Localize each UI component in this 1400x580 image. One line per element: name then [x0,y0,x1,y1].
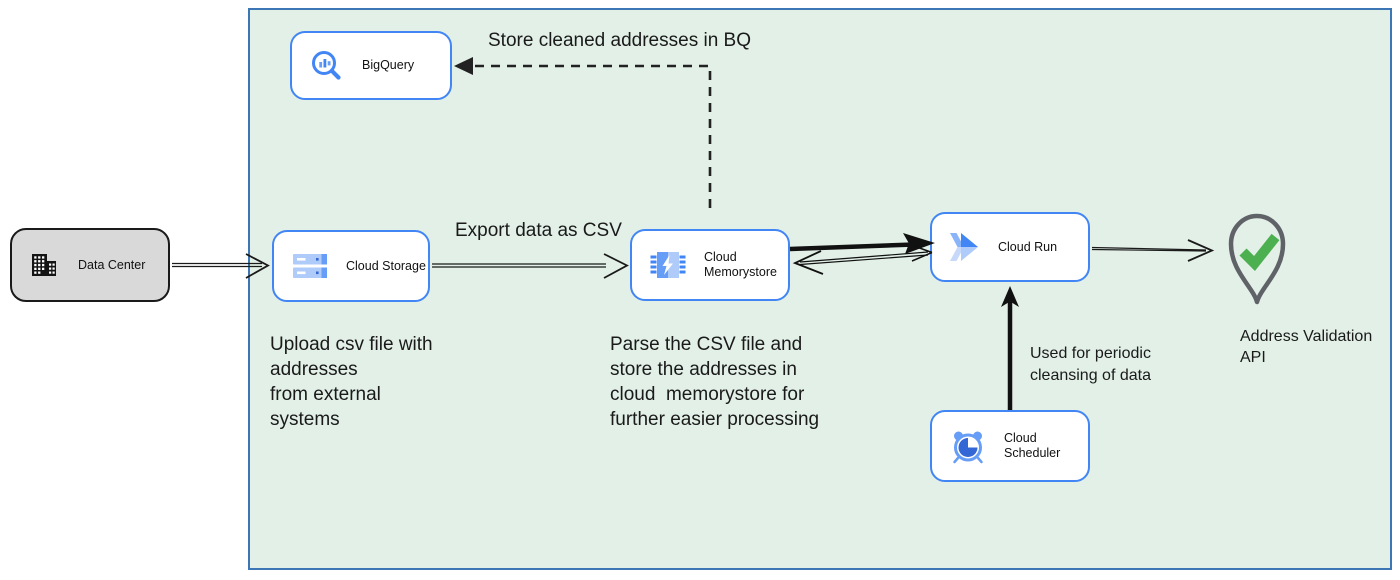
node-label: Cloud Storage [346,258,426,273]
cloud-scheduler-icon [950,429,986,464]
map-pin-check-icon [1222,208,1292,308]
label-parse-csv: Parse the CSV file and store the address… [610,334,820,430]
address-validation-pin[interactable] [1222,208,1292,308]
cloud-storage-icon [292,253,328,279]
label-address-validation-api: Address Validation API [1240,328,1373,366]
node-label: BigQuery [362,58,415,72]
node-cloud-run[interactable]: Cloud Run [930,212,1090,282]
bigquery-icon [310,49,344,83]
node-bigquery[interactable]: BigQuery [290,31,452,100]
node-label: Data Center [78,257,146,272]
gcp-boundary-container[interactable] [248,8,1392,570]
label-export-data-csv: Export data as CSV [455,220,622,241]
node-data-center[interactable]: Data Center [10,228,170,302]
label-upload-csv: Upload csv file with addresses from exte… [270,334,433,430]
cloud-memorystore-icon [650,249,686,281]
node-cloud-scheduler[interactable]: Cloud Scheduler [930,410,1090,482]
node-label: Cloud Scheduler [1004,431,1061,460]
building-icon [31,252,58,278]
node-cloud-memorystore[interactable]: Cloud Memorystore [630,229,790,301]
label-store-cleaned-addresses: Store cleaned addresses in BQ [488,30,751,51]
node-label: Cloud Run [998,239,1058,254]
label-periodic-cleansing: Used for periodic cleansing of data [1030,345,1151,384]
node-label: Cloud Memorystore [704,250,777,279]
cloud-run-icon [950,233,980,261]
node-cloud-storage[interactable]: Cloud Storage [272,230,430,302]
